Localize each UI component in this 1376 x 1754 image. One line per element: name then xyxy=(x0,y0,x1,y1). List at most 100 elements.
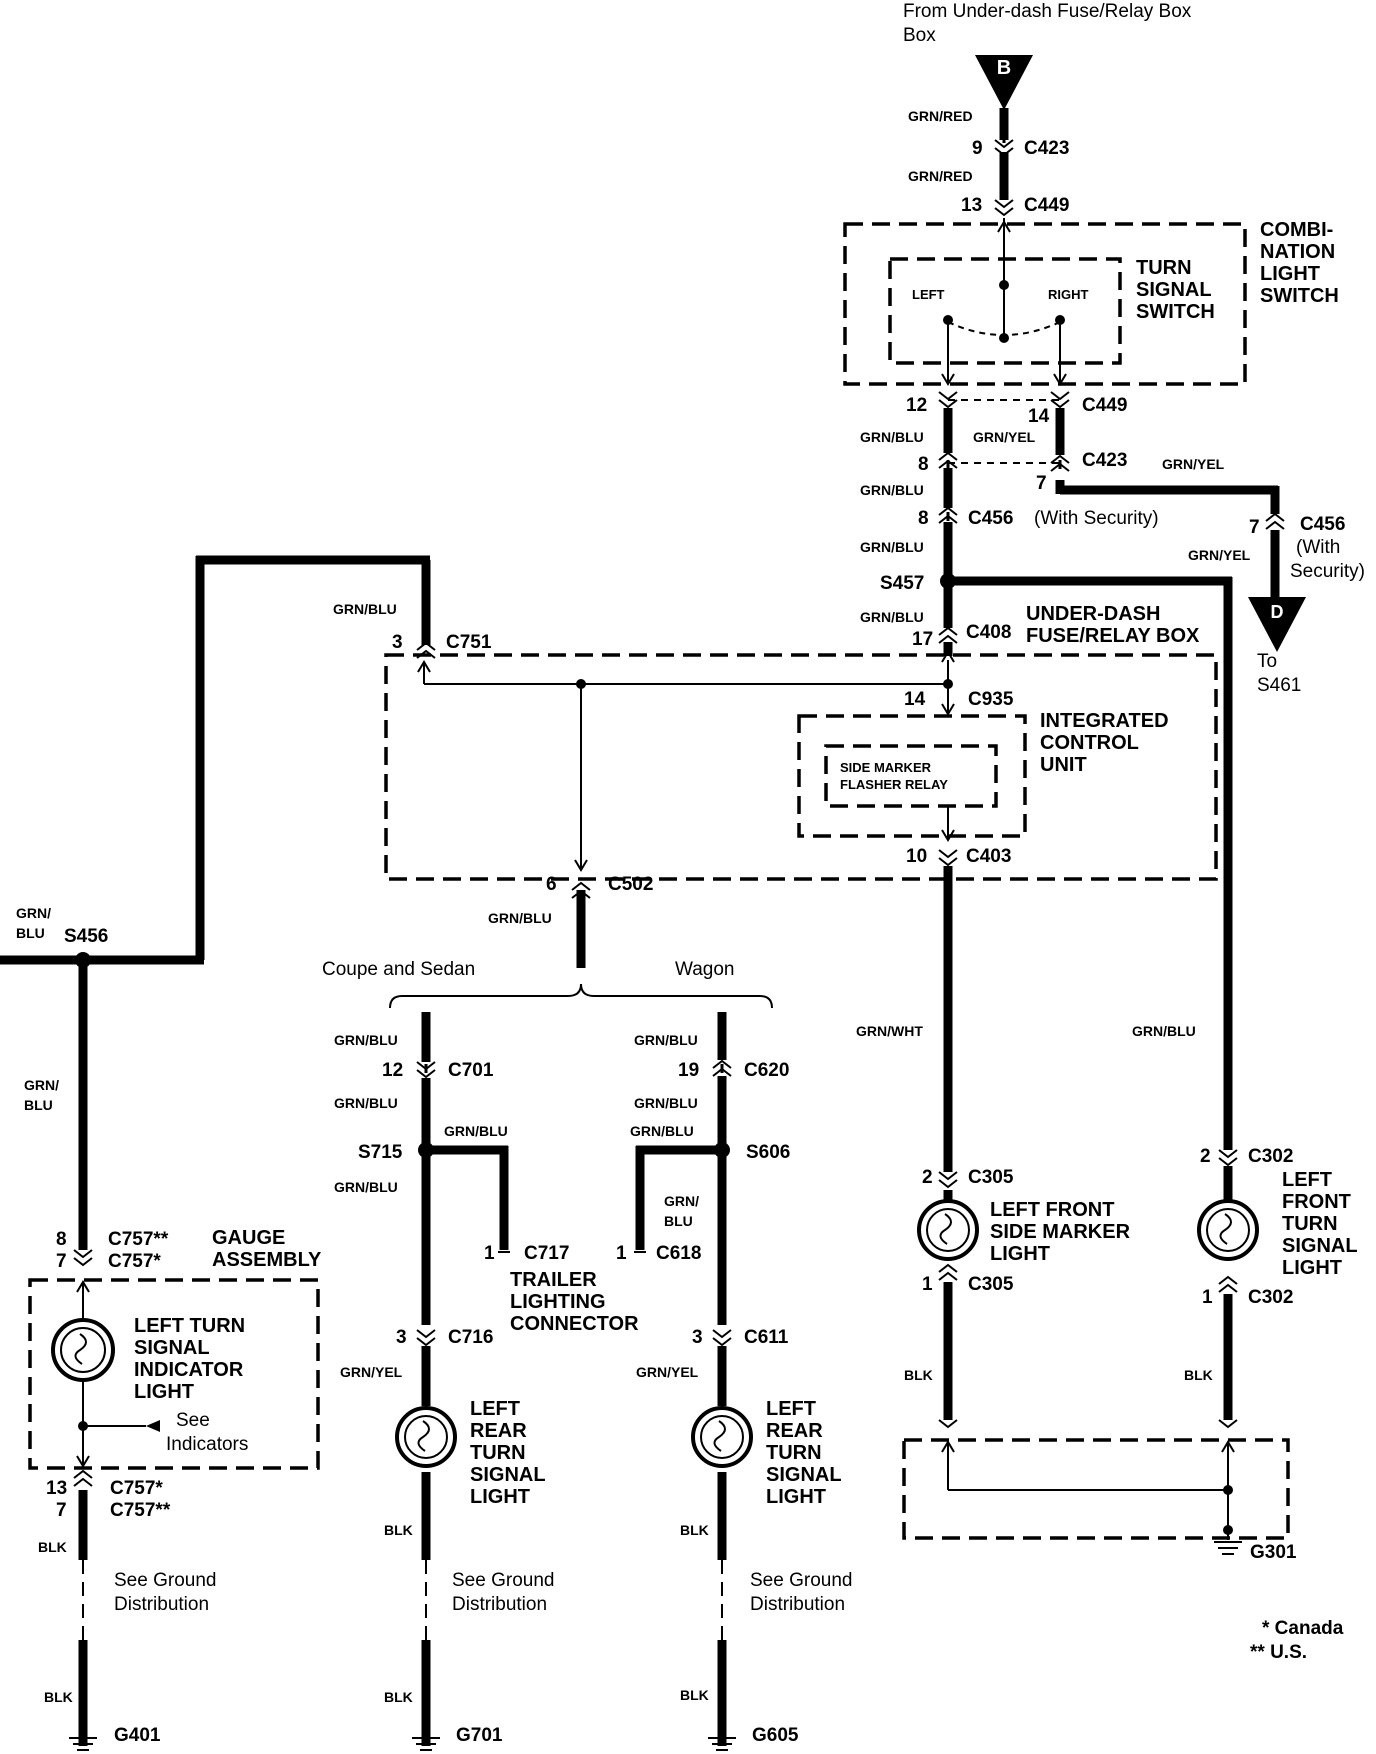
pin-2-c302: 2 xyxy=(1200,1146,1211,1167)
pin-3-c751: 3 xyxy=(392,632,403,653)
pin-2-c305: 2 xyxy=(922,1167,933,1188)
c302-label-bottom: C302 xyxy=(1248,1287,1293,1308)
lrts-wagon-4: SIGNAL xyxy=(766,1464,842,1486)
see-indicators-arrow xyxy=(146,1420,160,1432)
security-note: Security) xyxy=(1290,561,1365,582)
lrts-coupe-2: REAR xyxy=(470,1420,527,1442)
c502-label: C502 xyxy=(608,874,653,895)
c449-label-top: C449 xyxy=(1024,195,1069,216)
wire-label-grn-blu-c502: GRN/BLU xyxy=(488,910,552,926)
pin-10: 10 xyxy=(906,846,927,867)
s715-label: S715 xyxy=(358,1142,403,1163)
fuse-box-junction-b xyxy=(943,679,953,689)
integrated-control-unit-box xyxy=(797,714,1027,838)
connector-c302-bottom xyxy=(1218,1275,1238,1293)
lfsm-label-1: LEFT FRONT xyxy=(990,1199,1114,1221)
connector-c502 xyxy=(571,881,591,899)
lfsm-label-3: LIGHT xyxy=(990,1243,1050,1265)
ground-g401-symbol xyxy=(69,1737,97,1751)
pin-7-c757-b: 7 xyxy=(56,1500,67,1521)
ga-label-2: ASSEMBLY xyxy=(212,1249,322,1271)
see-indicators-2: Indicators xyxy=(166,1434,248,1455)
g401-label: G401 xyxy=(114,1725,161,1746)
c423-label-top: C423 xyxy=(1024,138,1069,159)
gnd-dist-1-a: See Ground xyxy=(114,1570,216,1591)
pin-8-a: 8 xyxy=(918,454,929,475)
c757-dd-label-bottom: C757** xyxy=(110,1500,171,1521)
g701-label: G701 xyxy=(456,1725,503,1746)
connector-c701 xyxy=(416,1061,436,1079)
pin-1-c717: 1 xyxy=(484,1243,495,1264)
c701-label: C701 xyxy=(448,1060,494,1081)
switch-left-label: LEFT xyxy=(912,287,945,302)
pin-1-c305: 1 xyxy=(922,1274,933,1295)
lrts-wagon-3: TURN xyxy=(766,1442,822,1464)
wire-label-grn-blu-c701-b: GRN/BLU xyxy=(334,1095,398,1111)
wire-label-blk-gauge-2: BLK xyxy=(44,1689,73,1705)
ltsi-label-2: SIGNAL xyxy=(134,1337,210,1359)
front-turn-signal-bulb xyxy=(1197,1199,1259,1261)
wire-label-grn-s456: GRN/ xyxy=(16,905,51,921)
wire-grn-blu-gauge-loop xyxy=(0,555,431,965)
g301-connector-box xyxy=(902,1438,1290,1540)
ltsi-label-1: LEFT TURN xyxy=(134,1315,245,1337)
c757-d-label-top: C757* xyxy=(108,1251,161,1272)
connector-g301-right xyxy=(1218,1419,1238,1429)
wire-label-blk-side-marker: BLK xyxy=(904,1367,933,1383)
gauge-junction xyxy=(78,1421,88,1431)
ga-label-1: GAUGE xyxy=(212,1227,285,1249)
wire-label-grn-red-1: GRN/RED xyxy=(908,108,973,124)
wire-label-grn-blu-c701-a: GRN/BLU xyxy=(334,1032,398,1048)
connector-c751 xyxy=(416,641,436,659)
switch-common xyxy=(999,333,1009,343)
switch-right-contact xyxy=(1055,315,1065,325)
connector-c757-bottom xyxy=(73,1469,93,1487)
wire-label-grn-blu-s606: GRN/BLU xyxy=(630,1123,694,1139)
connector-c305-bottom xyxy=(938,1263,958,1281)
lrts-coupe-4: SIGNAL xyxy=(470,1464,546,1486)
pin-7-b: 7 xyxy=(1249,517,1260,538)
connector-c716 xyxy=(416,1329,436,1347)
dest-label-2: S461 xyxy=(1257,675,1301,696)
option-brace xyxy=(389,983,773,1009)
side-marker-flasher-relay-box xyxy=(824,744,998,808)
pin-17: 17 xyxy=(912,629,933,650)
tlc-label-3: CONNECTOR xyxy=(510,1313,639,1335)
connector-c305-top xyxy=(938,1171,958,1189)
gauge-assembly-box xyxy=(28,1278,320,1470)
coupe-rear-turn-bulb xyxy=(395,1406,457,1468)
gnd-dist-3-a: See Ground xyxy=(750,1570,852,1591)
s456-label: S456 xyxy=(64,926,108,947)
connector-c456-pin7 xyxy=(1265,512,1285,530)
wire-label-grn-blu-c751: GRN/BLU xyxy=(333,601,397,617)
wagon-rear-turn-bulb xyxy=(691,1406,753,1468)
combo-label-4: SWITCH xyxy=(1260,285,1339,307)
wire-label-grn-yel-3: GRN/YEL xyxy=(1188,547,1251,563)
pin-9: 9 xyxy=(972,138,983,159)
wire-label-blk-wagon-1: BLK xyxy=(680,1522,709,1538)
lfts-label-5: LIGHT xyxy=(1282,1257,1342,1279)
ltsi-label-4: LIGHT xyxy=(134,1381,194,1403)
pin-8-b: 8 xyxy=(918,508,929,529)
wire-label-grn-blu-c620-a: GRN/BLU xyxy=(634,1032,698,1048)
s606-label: S606 xyxy=(746,1142,790,1163)
c449-label-low: C449 xyxy=(1082,395,1127,416)
c611-label: C611 xyxy=(744,1327,789,1348)
under-dash-fuse-relay-box xyxy=(384,653,1218,881)
connector-g301-left xyxy=(938,1419,958,1429)
connector-c403 xyxy=(938,849,958,867)
ground-g301-symbol xyxy=(1214,1541,1242,1555)
wire-label-grn-gauge: GRN/ xyxy=(24,1077,59,1093)
c757-d-label-bottom: C757* xyxy=(110,1478,163,1499)
g301-label: G301 xyxy=(1250,1542,1297,1563)
wire-label-grn-yel-coupe: GRN/YEL xyxy=(340,1364,403,1380)
lrts-coupe-5: LIGHT xyxy=(470,1486,530,1508)
pin-13-c757: 13 xyxy=(46,1478,67,1499)
connector-c423-pin7 xyxy=(1050,454,1070,472)
pin-12: 12 xyxy=(906,395,927,416)
wire-label-grn-blu-4: GRN/BLU xyxy=(860,609,924,625)
g301-internal-wiring xyxy=(941,1440,1235,1540)
source-b-triangle xyxy=(975,55,1033,110)
icu-label-3: UNIT xyxy=(1040,754,1087,776)
